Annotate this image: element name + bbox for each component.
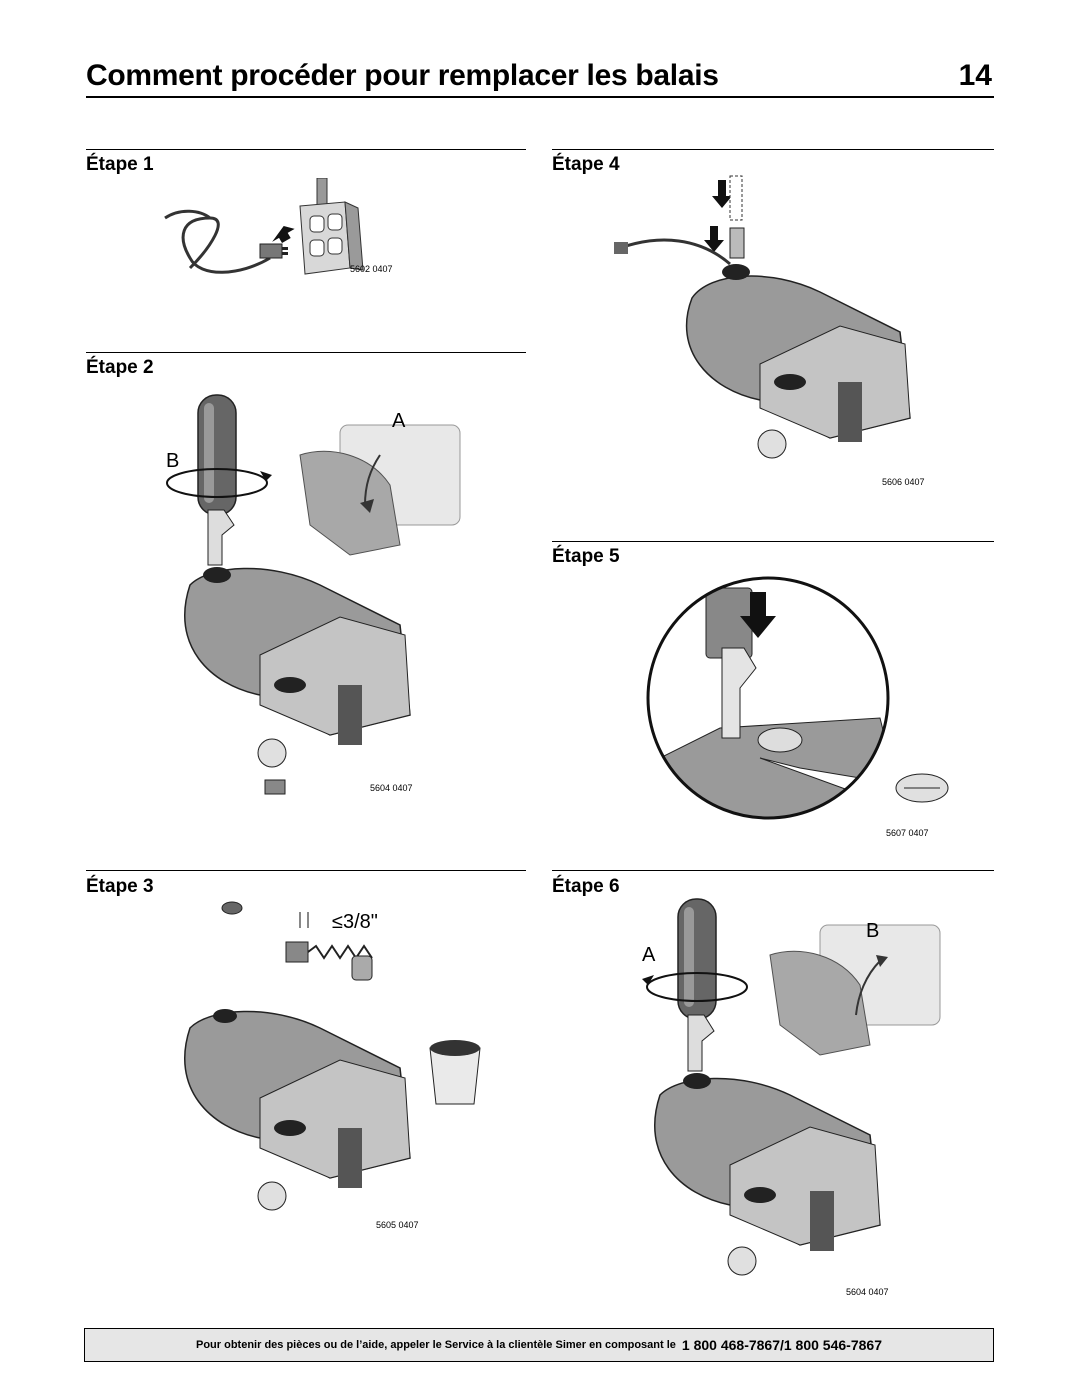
step-5-label: Étape 5 bbox=[552, 546, 620, 567]
dimension-marker bbox=[299, 912, 309, 928]
wrench-handle-illustration bbox=[642, 898, 748, 1072]
wall-outlet-illustration bbox=[299, 178, 364, 275]
power-cord-illustration bbox=[164, 209, 288, 274]
pump-body-illustration bbox=[184, 1009, 411, 1211]
step-4-divider bbox=[552, 149, 994, 150]
brush-cap-icon bbox=[221, 901, 243, 915]
screw-illustration bbox=[729, 175, 745, 259]
step-6-label: Étape 6 bbox=[552, 876, 620, 897]
pump-inset-illustration bbox=[299, 424, 461, 556]
pump-inset-illustration bbox=[769, 924, 941, 1056]
step-1-figure: 5602 0407 bbox=[160, 178, 410, 288]
step-3-figure-code: 5605 0407 bbox=[376, 1220, 419, 1230]
step-5-figure-code: 5607 0407 bbox=[886, 828, 929, 838]
footer-phone: 1 800 468-7867/1 800 546-7867 bbox=[681, 1337, 882, 1353]
down-arrow-icon bbox=[704, 180, 732, 252]
step-4-figure-code: 5606 0407 bbox=[882, 477, 925, 487]
step-6-callout-b: B bbox=[866, 920, 879, 942]
step-2-divider bbox=[86, 352, 526, 353]
cup-illustration bbox=[429, 1040, 481, 1105]
step-1-label: Étape 1 bbox=[86, 154, 154, 175]
step-3-figure: ≤3/8" 5605 0407 bbox=[120, 898, 500, 1318]
down-arrow-icon bbox=[740, 592, 776, 638]
step-1-figure-code: 5602 0407 bbox=[350, 264, 393, 274]
pump-body-illustration bbox=[685, 264, 911, 459]
step-6-figure-code: 5604 0407 bbox=[846, 1287, 889, 1297]
title-divider bbox=[86, 96, 994, 98]
magnified-view bbox=[648, 578, 888, 818]
power-cord-illustration bbox=[614, 238, 731, 266]
magnifier-circle bbox=[646, 576, 890, 820]
page-title: Comment procéder pour remplacer les bala… bbox=[86, 59, 719, 92]
footer-contact-box: Pour obtenir des pièces ou de l’aide, ap… bbox=[84, 1328, 994, 1362]
step-2-callout-b: B bbox=[166, 450, 179, 472]
step-6-divider bbox=[552, 870, 994, 871]
wrench-handle-illustration bbox=[166, 394, 272, 566]
pump-body-illustration bbox=[654, 1073, 881, 1276]
step-2-figure: A B 5604 0407 bbox=[150, 385, 490, 805]
step-3-dimension: ≤3/8" bbox=[332, 911, 378, 933]
step-3-label: Étape 3 bbox=[86, 876, 154, 897]
step-2-figure-code: 5604 0407 bbox=[370, 783, 413, 793]
step-4-figure: 5606 0407 bbox=[600, 168, 960, 498]
step-1-divider bbox=[86, 149, 526, 150]
step-5-divider bbox=[552, 541, 994, 542]
step-6-figure: A B 5604 0407 bbox=[630, 895, 970, 1305]
step-2-label: Étape 2 bbox=[86, 357, 154, 378]
brush-spring-illustration bbox=[285, 941, 373, 981]
brush-cap-icon bbox=[895, 773, 949, 803]
pump-body-illustration bbox=[184, 567, 411, 795]
step-2-callout-a: A bbox=[392, 410, 406, 432]
step-5-figure: 5607 0407 bbox=[640, 568, 960, 848]
step-3-divider bbox=[86, 870, 526, 871]
step-4-label: Étape 4 bbox=[552, 154, 620, 175]
unplug-arrow-icon bbox=[272, 225, 295, 244]
step-6-callout-a: A bbox=[642, 944, 656, 966]
footer-text: Pour obtenir des pièces ou de l’aide, ap… bbox=[196, 1339, 676, 1351]
page-number: 14 bbox=[958, 59, 992, 92]
